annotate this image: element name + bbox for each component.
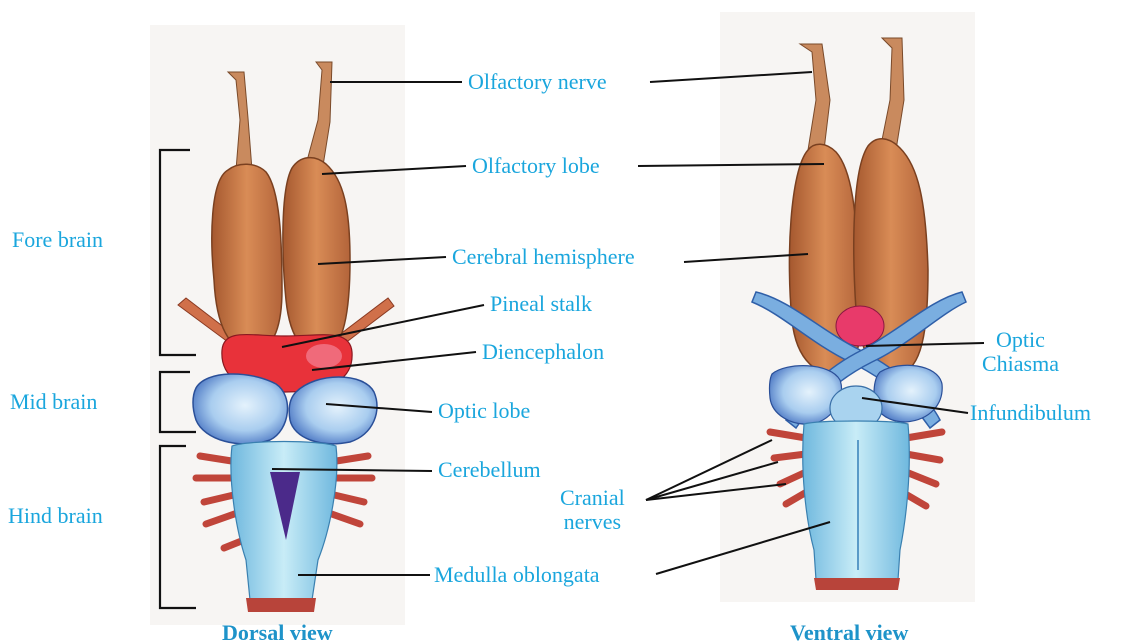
dorsal-optic-lobe-right [289,377,377,444]
cranial-nerves-line-2: nerves [560,510,625,534]
fore-brain-label: Fore brain [12,228,103,252]
optic-chiasma-label: Optic Chiasma [982,328,1059,376]
olfactory-nerve-label: Olfactory nerve [468,70,607,94]
optic-chiasma-line-2: Chiasma [982,352,1059,376]
dorsal-spinal-cut [246,598,316,612]
diencephalon-label: Diencephalon [482,340,604,364]
infundibulum-label: Infundibulum [970,401,1091,425]
olfactory-lobe-label: Olfactory lobe [472,154,600,178]
cerebellum-label: Cerebellum [438,458,541,482]
dorsal-hemisphere-right [283,158,350,354]
dorsal-view-caption: Dorsal view [222,620,333,643]
dorsal-hemisphere-left [212,164,282,352]
ventral-medulla [803,421,910,580]
pineal-stalk-label: Pineal stalk [490,292,592,316]
optic-chiasma-line-1: Optic [982,328,1059,352]
medulla-oblongata-label: Medulla oblongata [434,563,600,587]
hind-brain-label: Hind brain [8,504,103,528]
dorsal-pineal-body [306,344,342,368]
optic-lobe-label: Optic lobe [438,399,530,423]
cranial-nerves-line-1: Cranial [560,486,625,510]
cerebral-hemisphere-label: Cerebral hemisphere [452,245,635,269]
mid-brain-label: Mid brain [10,390,97,414]
cranial-nerves-label: Cranial nerves [560,486,625,534]
dorsal-optic-lobe-left [193,374,287,444]
ventral-spinal-cut [814,578,900,590]
ventral-view-caption: Ventral view [790,620,908,643]
